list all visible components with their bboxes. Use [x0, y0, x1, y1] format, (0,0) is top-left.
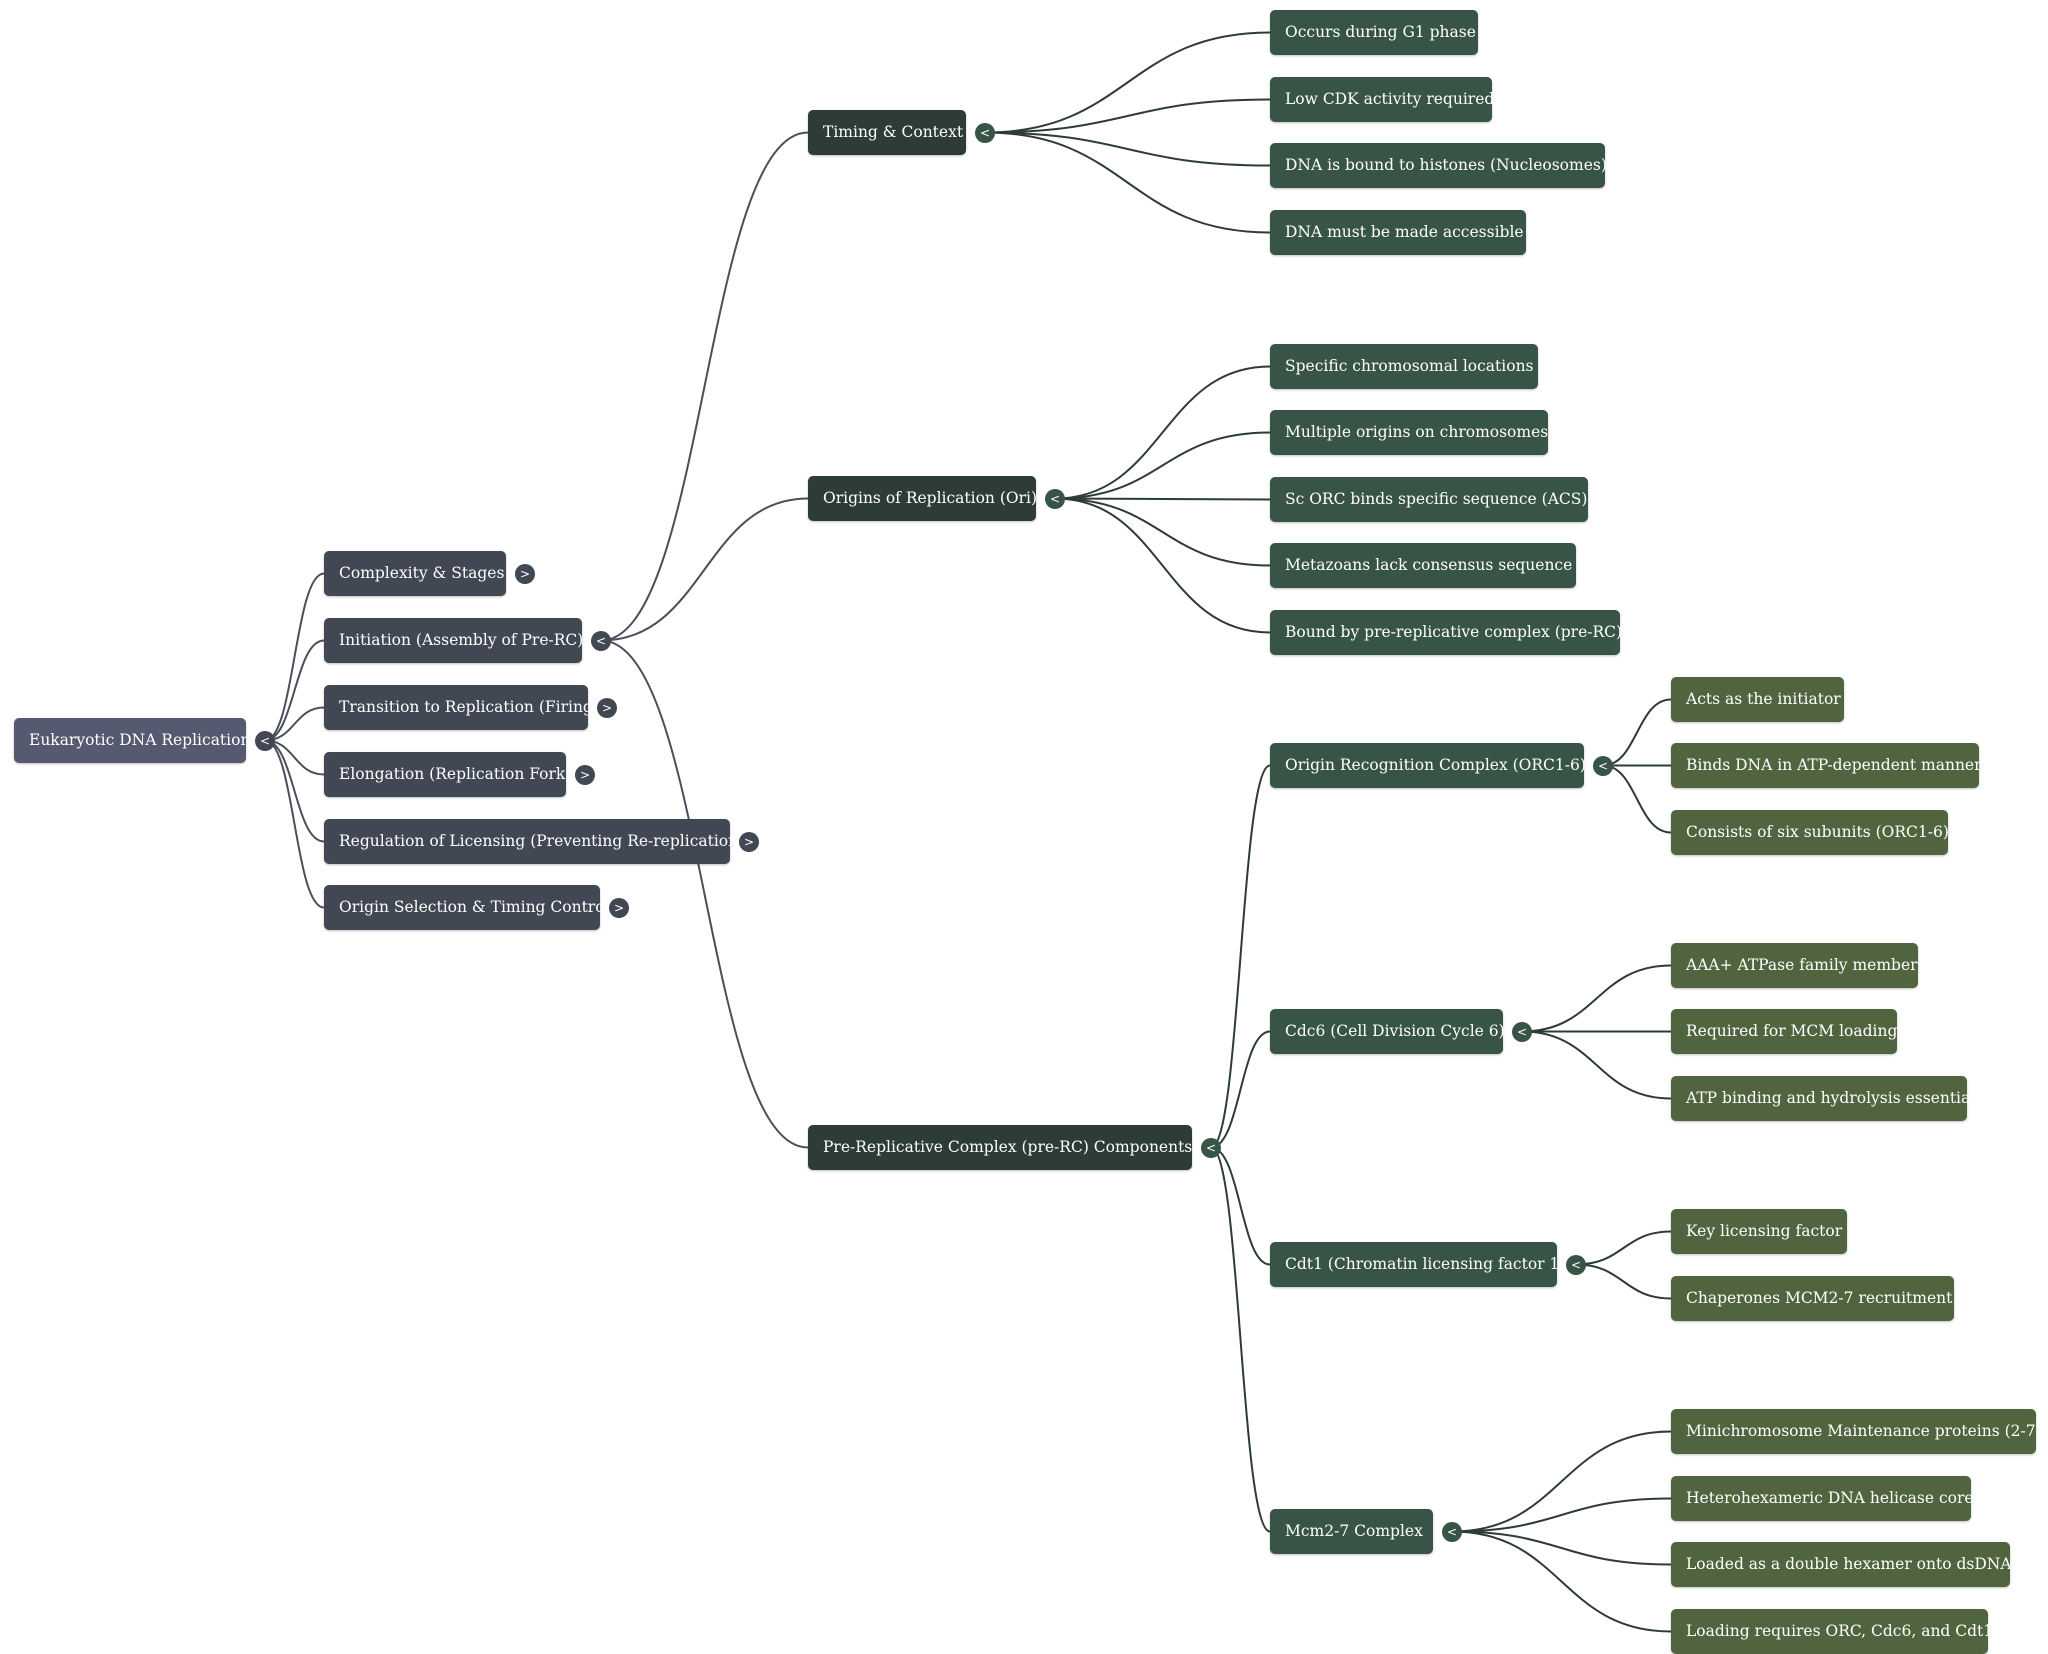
detail-node-1-1[interactable]: Occurs during G1 phase [1270, 10, 1478, 55]
link-initiation-to-child-3 [600, 639, 809, 1149]
branch-toggle-2[interactable]: < [591, 630, 611, 651]
link-3-to-detail-4 [1210, 1146, 1271, 1533]
link-component-2-to-detail-1 [1521, 964, 1672, 1033]
link-root-to-branch-1 [264, 572, 325, 742]
component-detail-4-1[interactable]: Minichromosome Maintenance proteins (2-7… [1671, 1409, 2042, 1454]
detail-node-1-3[interactable]: DNA is bound to histones (Nucleosomes) [1270, 143, 1607, 188]
component-toggle-1[interactable]: < [1593, 755, 1613, 776]
initiation-child-2[interactable]: Origins of Replication (Ori) [808, 476, 1037, 521]
branch-toggle-6[interactable]: > [609, 897, 629, 918]
branch-node-5[interactable]: Regulation of Licensing (Preventing Re-r… [324, 819, 744, 864]
branch-toggle-4[interactable]: > [575, 764, 595, 785]
component-detail-3-1[interactable]: Key licensing factor [1671, 1209, 1847, 1254]
initiation-child-3[interactable]: Pre-Replicative Complex (pre-RC) Compone… [808, 1125, 1192, 1170]
link-component-2-to-detail-3 [1521, 1030, 1672, 1100]
component-detail-2-1[interactable]: AAA+ ATPase family member [1671, 943, 1918, 988]
branch-node-4[interactable]: Elongation (Replication Fork) [324, 752, 571, 797]
initiation-child-toggle-2[interactable]: < [1045, 488, 1065, 509]
detail-node-2-4[interactable]: Metazoans lack consensus sequence [1270, 543, 1576, 588]
link-2-to-detail-5 [1054, 497, 1271, 634]
detail-node-2-2[interactable]: Multiple origins on chromosomes [1270, 410, 1548, 455]
link-initiation-to-child-1 [600, 131, 809, 642]
detail-node-2-1[interactable]: Specific chromosomal locations [1270, 344, 1538, 389]
component-detail-4-4[interactable]: Loading requires ORC, Cdc6, and Cdt1 [1671, 1609, 1993, 1654]
branch-node-2[interactable]: Initiation (Assembly of Pre-RC) [324, 618, 583, 663]
branch-toggle-3[interactable]: > [597, 697, 617, 718]
component-detail-4-3[interactable]: Loaded as a double hexamer onto dsDNA [1671, 1542, 2012, 1587]
component-detail-2-2[interactable]: Required for MCM loading [1671, 1009, 1897, 1054]
link-initiation-to-child-2 [600, 497, 809, 642]
component-toggle-4[interactable]: < [1442, 1521, 1462, 1542]
component-detail-2-3[interactable]: ATP binding and hydrolysis essential [1671, 1076, 1975, 1121]
link-component-4-to-detail-4 [1451, 1530, 1672, 1633]
link-2-to-detail-3 [1054, 497, 1271, 501]
link-component-1-to-detail-1 [1602, 698, 1672, 767]
component-detail-1-3[interactable]: Consists of six subunits (ORC1-6) [1671, 810, 1949, 855]
branch-toggle-1[interactable]: > [515, 563, 535, 584]
root-node[interactable]: Eukaryotic DNA Replication [14, 718, 250, 763]
detail-node-3-1[interactable]: Origin Recognition Complex (ORC1-6) [1270, 743, 1586, 788]
component-detail-3-2[interactable]: Chaperones MCM2-7 recruitment [1671, 1276, 1954, 1321]
link-3-to-detail-3 [1210, 1146, 1271, 1266]
detail-node-2-5[interactable]: Bound by pre-replicative complex (pre-RC… [1270, 610, 1622, 655]
link-component-3-to-detail-1 [1575, 1230, 1672, 1266]
link-root-to-branch-6 [264, 739, 325, 909]
component-detail-4-2[interactable]: Heterohexameric DNA helicase core [1671, 1476, 1974, 1521]
link-2-to-detail-1 [1054, 365, 1271, 500]
link-3-to-detail-1 [1210, 764, 1271, 1149]
branch-node-1[interactable]: Complexity & Stages [324, 551, 506, 596]
branch-node-3[interactable]: Transition to Replication (Firing) [324, 685, 599, 730]
component-toggle-2[interactable]: < [1512, 1021, 1532, 1042]
link-component-1-to-detail-3 [1602, 764, 1672, 834]
initiation-child-1[interactable]: Timing & Context [808, 110, 966, 155]
link-1-to-detail-2 [984, 98, 1271, 134]
branch-node-6[interactable]: Origin Selection & Timing Control [324, 885, 610, 930]
initiation-child-toggle-1[interactable]: < [975, 122, 995, 143]
branch-toggle-5[interactable]: > [739, 831, 759, 852]
link-component-4-to-detail-3 [1451, 1530, 1672, 1566]
link-2-to-detail-4 [1054, 497, 1271, 567]
detail-node-1-2[interactable]: Low CDK activity required [1270, 77, 1494, 122]
detail-node-3-3[interactable]: Cdt1 (Chromatin licensing factor 1) [1270, 1242, 1565, 1287]
detail-node-3-2[interactable]: Cdc6 (Cell Division Cycle 6) [1270, 1009, 1505, 1054]
link-1-to-detail-4 [984, 131, 1271, 234]
link-1-to-detail-1 [984, 31, 1271, 134]
link-component-3-to-detail-2 [1575, 1263, 1672, 1300]
link-2-to-detail-2 [1054, 431, 1271, 500]
link-component-4-to-detail-2 [1451, 1497, 1672, 1533]
link-component-4-to-detail-1 [1451, 1430, 1672, 1533]
detail-node-2-3[interactable]: Sc ORC binds specific sequence (ACS) [1270, 477, 1588, 522]
initiation-child-toggle-3[interactable]: < [1201, 1137, 1221, 1158]
link-3-to-detail-2 [1210, 1030, 1271, 1149]
component-detail-1-1[interactable]: Acts as the initiator [1671, 677, 1844, 722]
detail-node-1-4[interactable]: DNA must be made accessible [1270, 210, 1526, 255]
link-1-to-detail-3 [984, 131, 1271, 167]
detail-node-3-4[interactable]: Mcm2-7 Complex [1270, 1509, 1433, 1554]
component-detail-1-2[interactable]: Binds DNA in ATP-dependent manner [1671, 743, 1982, 788]
root-collapse-toggle[interactable]: < [255, 730, 275, 751]
component-toggle-3[interactable]: < [1566, 1254, 1586, 1275]
